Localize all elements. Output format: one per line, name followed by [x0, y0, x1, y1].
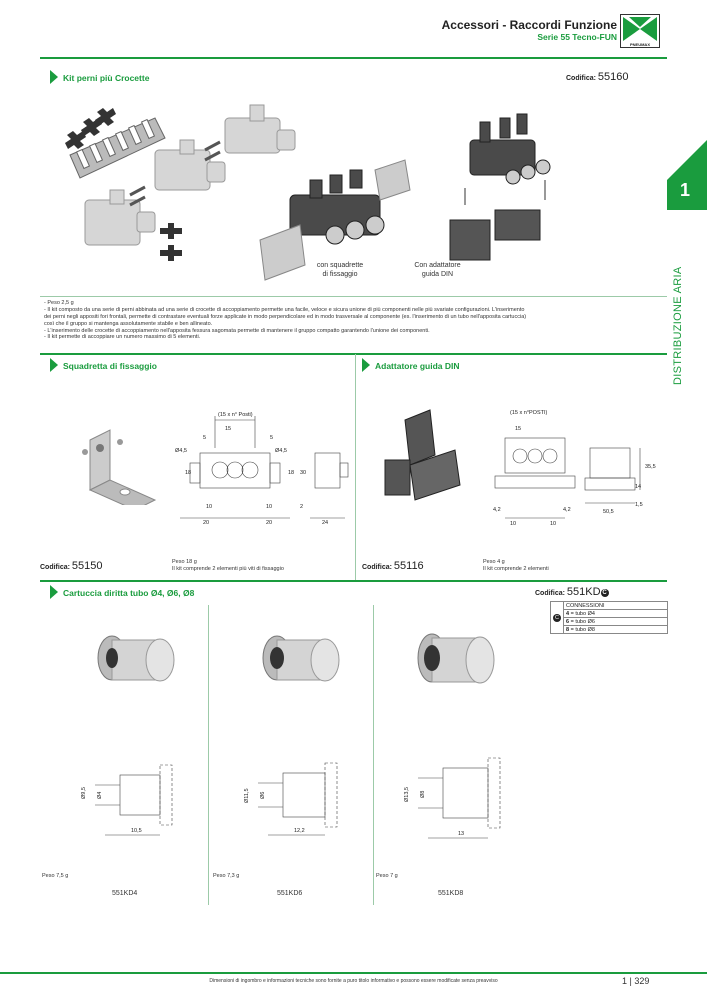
conn-badge: C: [553, 613, 561, 622]
dia-inner: Ø8: [420, 791, 426, 798]
dim-15: 15: [515, 426, 521, 432]
dim-10a: 10: [206, 504, 212, 510]
kit-notes: - Peso 2,5 g - Il kit composto da una se…: [44, 300, 527, 341]
dim-30: 30: [300, 470, 306, 476]
dia-inner: Ø6: [260, 792, 266, 799]
dia-inner: Ø4: [97, 792, 103, 799]
dim-355: 35,5: [645, 464, 656, 470]
adattatore-codifica: Codifica: 55116: [362, 560, 424, 572]
dim-15: 15: [225, 426, 231, 432]
brand-logo: PNEUMAX: [620, 14, 660, 48]
section-marker: [362, 358, 370, 372]
dim-14: 14: [635, 484, 641, 490]
dia-outer: Ø13,5: [404, 787, 410, 802]
dim-posti: (15 x n° Posti): [218, 412, 253, 418]
squadretta-image: [82, 429, 157, 505]
kit-rule: [40, 296, 667, 297]
squadretta-drawing: (15 x n° Posti) 15 5 5 Ø4,5 Ø4,5 18 18 3…: [175, 412, 349, 526]
logo-text: PNEUMAX: [630, 42, 650, 47]
dim-phi45a: Ø4,5: [175, 448, 187, 454]
dim-phi45b: Ø4,5: [275, 448, 287, 454]
header-subtitle: Serie 55 Tecno-FUN: [537, 32, 617, 42]
cartridge-image-6: [262, 635, 340, 682]
cartridge-drawing-8: Ø13,5 Ø8 13: [404, 757, 501, 839]
conn-row: 6 = tubo Ø6: [563, 617, 668, 626]
dia-outer: Ø9,5: [81, 787, 87, 799]
dim-42a: 4,2: [493, 507, 501, 513]
dim-20a: 20: [203, 520, 209, 526]
cartridge-image-8: [417, 633, 495, 684]
squadretta-title: Squadretta di fissaggio: [63, 361, 157, 371]
chapter-label: DISTRIBUZIONE ARIA: [672, 266, 684, 385]
dim-5b: 5: [270, 435, 273, 441]
dim-10b: 10: [266, 504, 272, 510]
dim-42b: 4,2: [563, 507, 571, 513]
kit-illustration: [65, 104, 551, 281]
section-marker: [50, 585, 58, 599]
kit-codifica: Codifica: 55160: [566, 71, 629, 83]
dim-2: 2: [300, 504, 303, 510]
cartuccia-title: Cartuccia diritta tubo Ø4, Ø6, Ø8: [63, 588, 195, 598]
header-rule: [40, 57, 667, 59]
header-title: Accessori - Raccordi Funzione: [441, 18, 617, 32]
dim-posti: (15 x n°POSTI): [510, 410, 548, 416]
dia-outer: Ø11,5: [244, 788, 250, 803]
column-divider: [373, 605, 374, 905]
length: 12,2: [294, 828, 305, 834]
footer-disclaimer: Dimensioni di ingombro e informazioni te…: [209, 978, 498, 984]
cartridge-peso-8: Peso 7 g: [376, 873, 398, 879]
cartridge-peso-4: Peso 7,5 g: [42, 873, 69, 879]
adattatore-title: Adattatore guida DIN: [375, 361, 460, 371]
length: 13: [458, 831, 464, 837]
cartridge-peso-6: Peso 7,3 g: [213, 873, 240, 879]
length: 10,5: [131, 828, 142, 834]
section-rule-3: [40, 580, 667, 582]
dim-18a: 18: [185, 470, 191, 476]
section-marker: [50, 358, 58, 372]
conn-row: 8 = tubo Ø8: [563, 625, 668, 634]
section-rule-2: [40, 353, 667, 355]
conn-header: CONNESSIONI: [563, 601, 668, 610]
section-marker: [50, 70, 58, 84]
dim-5a: 5: [203, 435, 206, 441]
conn-row: 4 = tubo Ø4: [563, 609, 668, 618]
chapter-tab-shape: [667, 140, 707, 210]
dim-20b: 20: [266, 520, 272, 526]
chapter-number: 1: [680, 180, 691, 200]
squadretta-codifica: Codifica: 55150: [40, 560, 103, 572]
cartridge-drawing-6: Ø11,5 Ø6 12,2: [244, 762, 338, 836]
cartridge-drawing-4: Ø9,5 Ø4 10,5: [81, 764, 173, 836]
dim-24: 24: [322, 520, 328, 526]
adattatore-drawing: (15 x n°POSTI) 15 4,2 4,2 10 10 50,5 35,…: [493, 410, 656, 527]
cartridge-code-4: 551KD4: [112, 890, 138, 897]
dim-10a: 10: [510, 521, 516, 527]
column-divider: [208, 605, 209, 905]
page-number: 1 | 329: [622, 976, 650, 986]
cartridge-code-6: 551KD6: [277, 890, 303, 897]
cartridge-code-8: 551KD8: [438, 890, 464, 897]
dim-15v: 1,5: [635, 502, 643, 508]
kit-title: Kit perni più Crocette: [63, 73, 150, 83]
cartridge-image-4: [97, 635, 175, 682]
dim-18b: 18: [288, 470, 294, 476]
adattatore-image: [384, 409, 461, 501]
dim-10b: 10: [550, 521, 556, 527]
footer-rule: [0, 972, 707, 974]
dim-505: 50,5: [603, 509, 614, 515]
column-divider: [355, 354, 356, 580]
